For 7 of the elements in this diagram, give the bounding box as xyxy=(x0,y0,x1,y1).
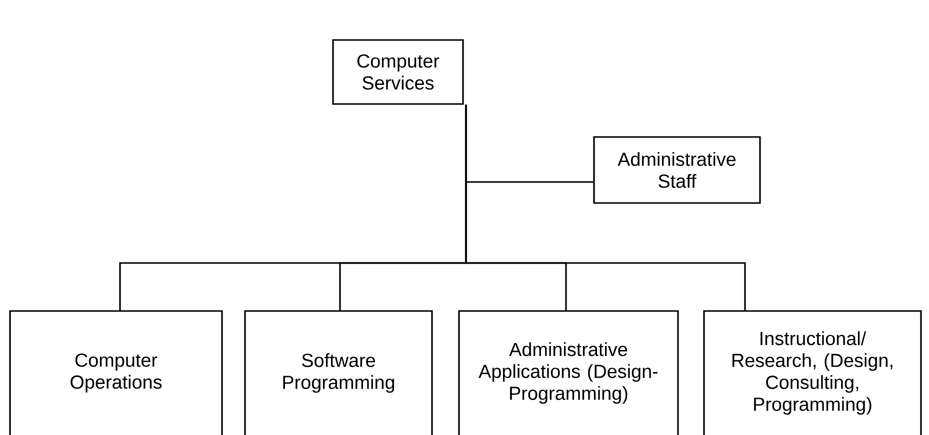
org-box: Administrative Applications (Design- Programming) xyxy=(458,310,679,435)
org-box: Instructional/ Research, (Design, Consulting, Programming) xyxy=(703,310,922,435)
connector-line xyxy=(465,104,746,311)
org-box: Administrative Staff xyxy=(593,136,761,204)
org-box: Computer Services xyxy=(332,39,464,105)
org-box: Software Programming xyxy=(244,310,433,435)
org-box: Computer Operations xyxy=(9,310,223,435)
